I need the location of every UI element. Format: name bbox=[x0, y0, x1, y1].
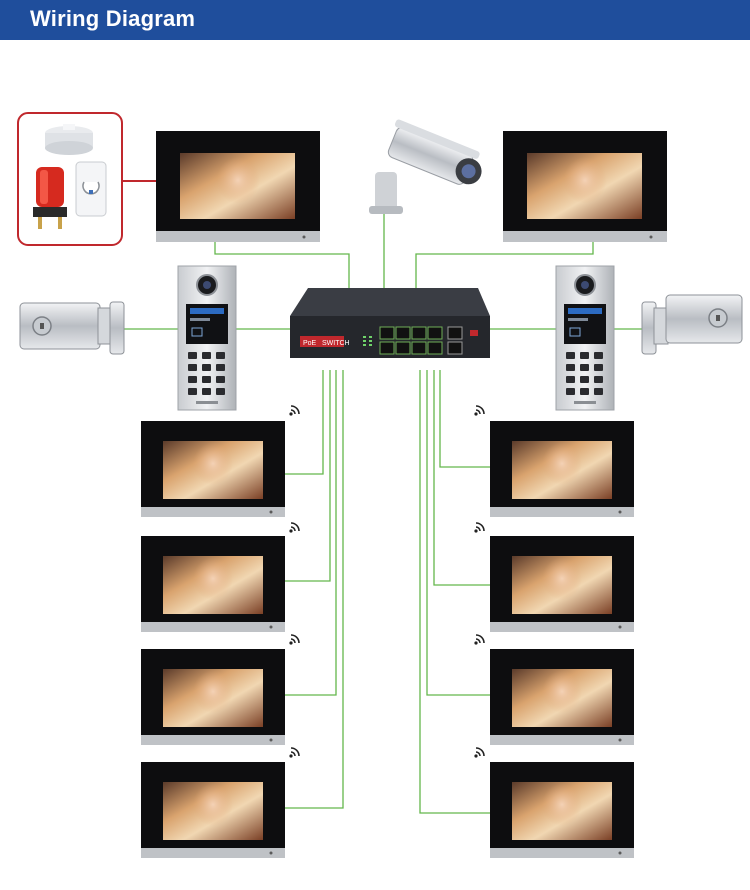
page-title: Wiring Diagram bbox=[30, 6, 196, 31]
door-station-left bbox=[177, 265, 237, 411]
ethernet-wires bbox=[124, 210, 642, 814]
smoke-detector-icon bbox=[45, 124, 93, 155]
cctv-camera-icon bbox=[369, 119, 482, 214]
poe-switch: PoE SWITCH bbox=[290, 288, 490, 358]
indoor-monitor-right-4 bbox=[490, 762, 634, 858]
indoor-monitor-left-3 bbox=[141, 649, 285, 745]
pir-sensor-icon bbox=[75, 161, 107, 217]
indoor-monitor-left-1 bbox=[141, 421, 285, 517]
switch-label-switch: SWITCH bbox=[322, 340, 350, 347]
wifi-icon bbox=[473, 522, 485, 534]
wifi-icon bbox=[288, 634, 300, 646]
indoor-monitor-left-4 bbox=[141, 762, 285, 858]
wiring-diagram: PoE SWITCH bbox=[17, 112, 743, 858]
indoor-monitor-right-1 bbox=[490, 421, 634, 517]
wifi-icon bbox=[473, 747, 485, 759]
switch-leds bbox=[363, 336, 372, 346]
door-station-right bbox=[555, 265, 615, 411]
alarm-sensor-box bbox=[17, 112, 123, 246]
wifi-icon bbox=[473, 405, 485, 417]
electric-lock-icon-right bbox=[641, 294, 743, 355]
top-left-monitor bbox=[156, 131, 320, 242]
wifi-icon bbox=[288, 405, 300, 417]
indoor-monitor-right-2 bbox=[490, 536, 634, 632]
switch-label-poe: PoE bbox=[303, 340, 317, 347]
alarm-siren-icon bbox=[33, 167, 67, 229]
indoor-monitor-right-3 bbox=[490, 649, 634, 745]
wifi-icon bbox=[288, 522, 300, 534]
wifi-icon bbox=[473, 634, 485, 646]
wifi-icon bbox=[288, 747, 300, 759]
indoor-monitor-left-2 bbox=[141, 536, 285, 632]
switch-ports bbox=[379, 326, 463, 355]
top-right-monitor bbox=[503, 131, 667, 242]
electric-lock-icon-left bbox=[19, 301, 125, 355]
header-bar: Wiring Diagram bbox=[0, 0, 750, 40]
